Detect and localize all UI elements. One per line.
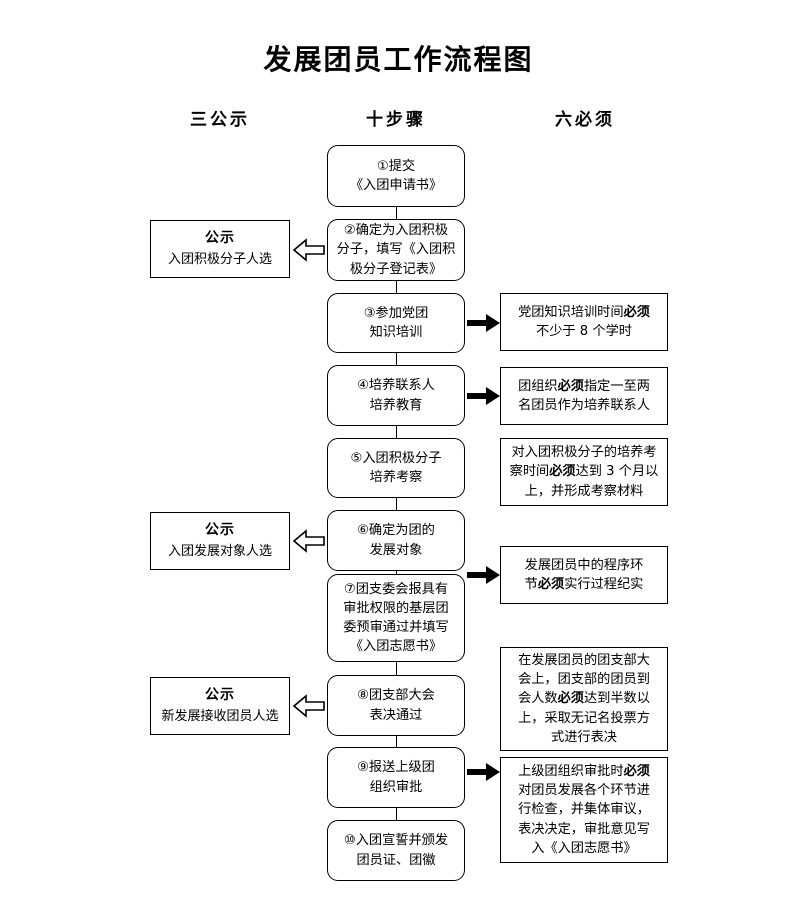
step-8-line-1: ⑧团支部大会 — [357, 688, 435, 704]
requirement-6-line-5: 入《入团志愿书》 — [531, 840, 637, 856]
connector-3-4 — [396, 352, 397, 366]
step-6-box: ⑥确定为团的 发展对象 — [327, 510, 465, 571]
column-header-requirements: 六必须 — [555, 110, 615, 130]
requirement-3-line-2: 察时间必须达到 3 个月以 — [509, 464, 659, 480]
step-5-line-2: 培养考察 — [369, 470, 423, 485]
step-9-line-2: 组织审批 — [369, 779, 423, 795]
step-5-line-1: ⑤入团积极分子 — [350, 450, 442, 466]
step-7-line-1: ⑦团支委会报具有 — [343, 581, 449, 597]
notice-1-box: 公示 入团积极分子人选 — [150, 220, 290, 278]
step-4-line-1: ④培养联系人 — [357, 378, 435, 394]
requirement-3-line-1: 对入团积极分子的培养考 — [511, 445, 657, 461]
step-2-line-1: ②确定为入团积极 — [343, 223, 449, 239]
step-2-line-2: 分子，填写《入团积 — [336, 242, 456, 258]
step-5-box: ⑤入团积极分子 培养考察 — [327, 438, 465, 498]
step-9-box: ⑨报送上级团 组织审批 — [327, 747, 465, 808]
step-3-box: ③参加党团 知识培训 — [327, 293, 465, 353]
step-2-box: ②确定为入团积极 分子，填写《入团积 极分子登记表》 — [327, 219, 465, 281]
requirement-6-box: 上级团组织审批时必须 对团员发展各个环节进 行检查，并集体审议， 表决决定，审批… — [500, 757, 668, 863]
requirement-5-line-3: 会人数必须达到半数以 — [518, 691, 650, 707]
requirement-5-box: 在发展团员的团支部大 会上，团支部的团员到 会人数必须达到半数以 上，采取无记名… — [500, 647, 668, 751]
step-8-line-2: 表决通过 — [369, 707, 423, 723]
step-6-line-1: ⑥确定为团的 — [357, 523, 435, 539]
requirement-1-line-2: 不少于 8 个学时 — [536, 324, 632, 339]
connector-7-8 — [396, 661, 397, 675]
requirement-4-line-1: 发展团员中的程序环 — [524, 557, 644, 573]
step-2-line-3: 极分子登记表》 — [349, 261, 443, 277]
step-10-line-2: 团员证、团徽 — [356, 852, 436, 868]
notice-1-subtitle: 入团积极分子人选 — [167, 252, 272, 268]
step-3-line-1: ③参加党团 — [363, 305, 429, 321]
notice-3-box: 公示 新发展接收团员人选 — [150, 677, 290, 735]
step-1-box: ①提交 《入团申请书》 — [327, 145, 465, 207]
arrow-step2-to-notice1 — [293, 238, 325, 262]
step-8-box: ⑧团支部大会 表决通过 — [327, 675, 465, 736]
step-6-line-2: 发展对象 — [369, 542, 423, 558]
connector-5-6 — [396, 497, 397, 511]
requirement-1-box: 党团知识培训时间必须 不少于 8 个学时 — [500, 293, 668, 351]
requirement-5-line-5: 式进行表决 — [551, 729, 617, 745]
step-4-line-2: 培养教育 — [369, 397, 423, 413]
notice-2-title: 公示 — [205, 521, 235, 538]
step-7-box: ⑦团支委会报具有 审批权限的基层团 委预审通过并填写 《入团志愿书》 — [327, 574, 465, 662]
requirement-4-line-2: 节必须实行过程纪实 — [524, 577, 644, 592]
requirement-2-line-2: 名团员作为培养联系人 — [518, 398, 650, 413]
requirement-3-box: 对入团积极分子的培养考 察时间必须达到 3 个月以 上，并形成考察材料 — [500, 438, 668, 506]
notice-2-box: 公示 入团发展对象人选 — [150, 512, 290, 570]
requirement-6-line-4: 表决决定，审批意见写 — [518, 821, 650, 837]
requirement-5-line-1: 在发展团员的团支部大 — [518, 653, 650, 669]
connector-1-2 — [396, 206, 397, 220]
page-title: 发展团员工作流程图 — [263, 43, 534, 76]
requirement-5-line-4: 上，采取无记名投票方 — [518, 710, 650, 726]
requirement-2-box: 团组织必须指定一至两 名团员作为培养联系人 — [500, 367, 668, 425]
step-10-line-1: ⑩入团宣誓并颁发 — [343, 833, 449, 849]
notice-1-title: 公示 — [205, 229, 235, 246]
requirement-1-line-1: 党团知识培训时间必须 — [518, 304, 650, 320]
connector-9-10 — [396, 807, 397, 821]
step-9-line-1: ⑨报送上级团 — [357, 760, 435, 776]
notice-2-subtitle: 入团发展对象人选 — [167, 544, 272, 560]
step-4-box: ④培养联系人 培养教育 — [327, 365, 465, 426]
column-header-steps: 十步骤 — [366, 110, 426, 130]
step-7-line-4: 《入团志愿书》 — [349, 639, 443, 655]
connector-8-9 — [396, 735, 397, 749]
notice-3-title: 公示 — [205, 686, 235, 703]
requirement-4-box: 发展团员中的程序环 节必须实行过程纪实 — [500, 546, 668, 604]
requirement-2-line-1: 团组织必须指定一至两 — [518, 378, 650, 394]
requirement-6-line-3: 行检查，并集体审议， — [518, 802, 650, 818]
requirement-6-line-1: 上级团组织审批时必须 — [518, 764, 650, 780]
step-7-line-3: 委预审通过并填写 — [343, 620, 449, 635]
step-1-line-2: 《入团申请书》 — [349, 178, 443, 193]
column-header-public-notice: 三公示 — [190, 110, 250, 130]
requirement-6-line-2: 对团员发展各个环节进 — [518, 783, 650, 799]
connector-2-3 — [396, 280, 397, 294]
step-10-box: ⑩入团宣誓并颁发 团员证、团徽 — [327, 820, 465, 881]
notice-3-subtitle: 新发展接收团员人选 — [161, 709, 279, 725]
arrow-step8-to-notice3 — [293, 694, 325, 718]
arrow-step6-to-notice2 — [293, 529, 325, 553]
requirement-5-line-2: 会上，团支部的团员到 — [518, 672, 650, 688]
requirement-3-line-3: 上，并形成考察材料 — [524, 483, 644, 499]
step-3-line-2: 知识培训 — [369, 325, 423, 340]
connector-4-5 — [396, 425, 397, 439]
step-1-line-1: ①提交 — [376, 158, 416, 174]
step-7-line-2: 审批权限的基层团 — [343, 600, 449, 616]
